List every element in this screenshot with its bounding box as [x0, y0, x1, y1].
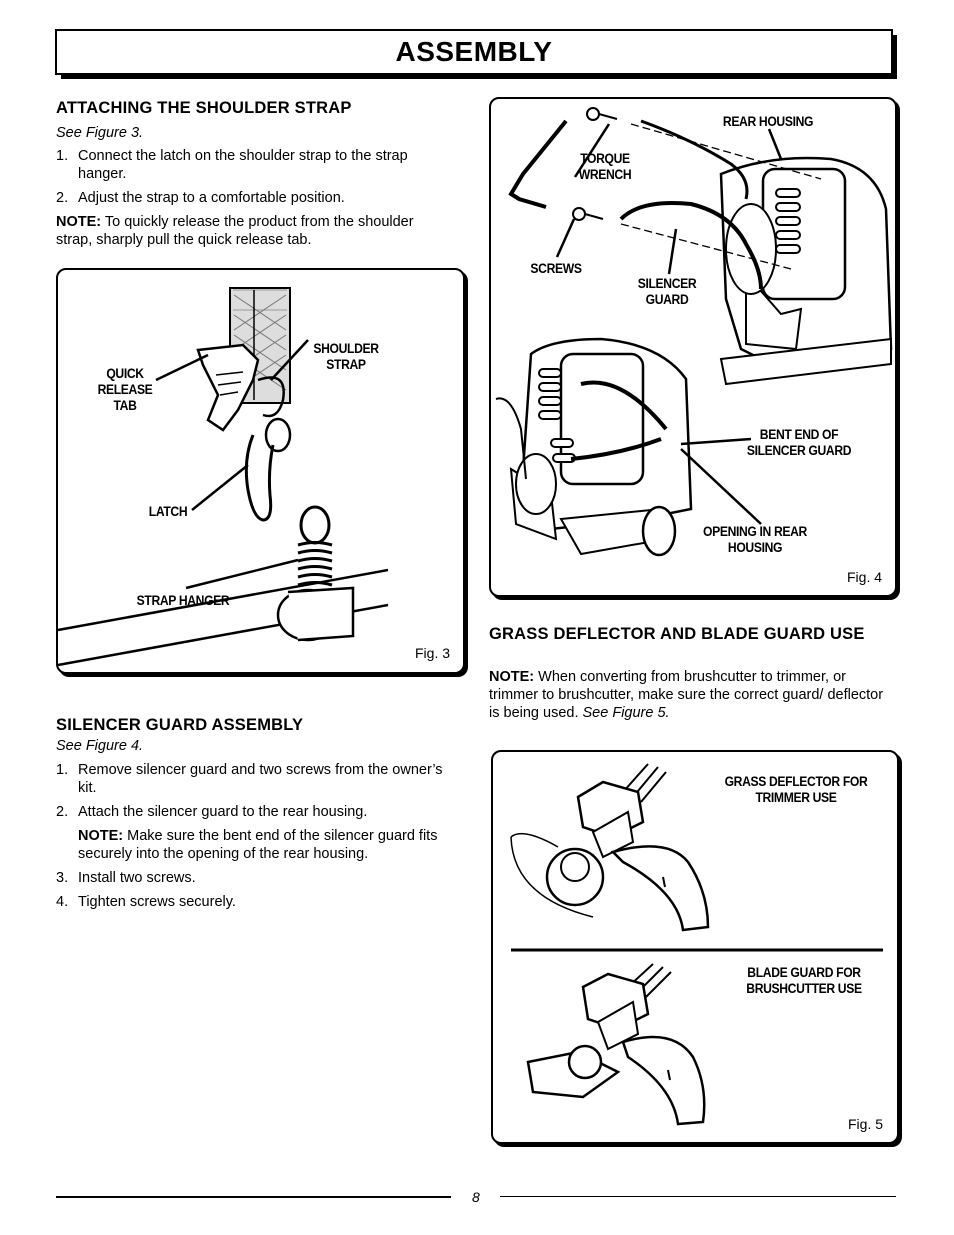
figure-3-illustration: [57, 287, 389, 667]
page-title: ASSEMBLY: [395, 36, 553, 67]
shoulder-strap-see-figure: See Figure 3.: [56, 125, 144, 141]
figure-5-illustration: [510, 763, 883, 1126]
label-quick-release-tab: QUICK RELEASE TAB: [97, 366, 153, 413]
list-item-note: NOTE: Make sure the bent end of the sile…: [78, 828, 438, 862]
label-shoulder-strap: SHOULDER STRAP: [313, 341, 379, 372]
figure-4-caption: Fig. 4: [847, 569, 883, 585]
page-number: 8: [472, 1189, 480, 1205]
label-opening-rear-housing: OPENING IN REAR HOUSING: [703, 524, 807, 555]
deflector-note: NOTE: When converting from brushcutter t…: [489, 669, 884, 721]
shoulder-strap-steps: 1. Connect the latch on the shoulder str…: [56, 147, 446, 213]
label-grass-deflector: GRASS DEFLECTOR FOR TRIMMER USE: [724, 774, 868, 805]
shoulder-strap-heading: ATTACHING THE SHOULDER STRAP: [56, 99, 352, 117]
silencer-steps: 1. Remove silencer guard and two screws …: [56, 761, 464, 917]
figure-3-caption: Fig. 3: [415, 645, 451, 661]
list-item: 1. Connect the latch on the shoulder str…: [56, 148, 408, 182]
label-torque-wrench: TORQUE WRENCH: [578, 151, 632, 182]
label-latch: LATCH: [148, 504, 188, 519]
list-item: 4. Tighten screws securely.: [56, 894, 236, 910]
figure-5-box: GRASS DEFLECTOR FOR TRIMMER USE BLADE GU…: [491, 750, 899, 1144]
silencer-heading: SILENCER GUARD ASSEMBLY: [56, 716, 304, 734]
label-blade-guard: BLADE GUARD FOR BRUSHCUTTER USE: [746, 965, 862, 996]
list-item: 2. Adjust the strap to a comfortable pos…: [56, 190, 345, 206]
silencer-see-figure: See Figure 4.: [56, 738, 144, 754]
label-screws: SCREWS: [530, 261, 582, 276]
list-item: 1. Remove silencer guard and two screws …: [56, 762, 443, 796]
deflector-heading: GRASS DEFLECTOR AND BLADE GUARD USE: [489, 625, 865, 643]
list-item: 3. Install two screws.: [56, 870, 196, 886]
footer-rule-left: [56, 1196, 451, 1198]
figure-3-box: QUICK RELEASE TAB SHOULDER STRAP LATCH S…: [56, 268, 465, 674]
list-item: 2. Attach the silencer guard to the rear…: [56, 804, 368, 820]
title-banner: ASSEMBLY: [55, 29, 893, 75]
figure-4-illustration: [495, 107, 893, 557]
shoulder-strap-note: NOTE: To quickly release the product fro…: [56, 214, 414, 248]
label-silencer-guard: SILENCER GUARD: [637, 276, 697, 307]
label-rear-housing: REAR HOUSING: [722, 114, 814, 129]
figure-5-caption: Fig. 5: [848, 1116, 884, 1132]
footer-rule-right: [500, 1196, 896, 1197]
figure-4-box: REAR HOUSING TORQUE WRENCH SCREWS SILENC…: [489, 97, 897, 597]
label-bent-end: BENT END OF SILENCER GUARD: [746, 427, 852, 458]
label-strap-hanger: STRAP HANGER: [136, 593, 230, 608]
